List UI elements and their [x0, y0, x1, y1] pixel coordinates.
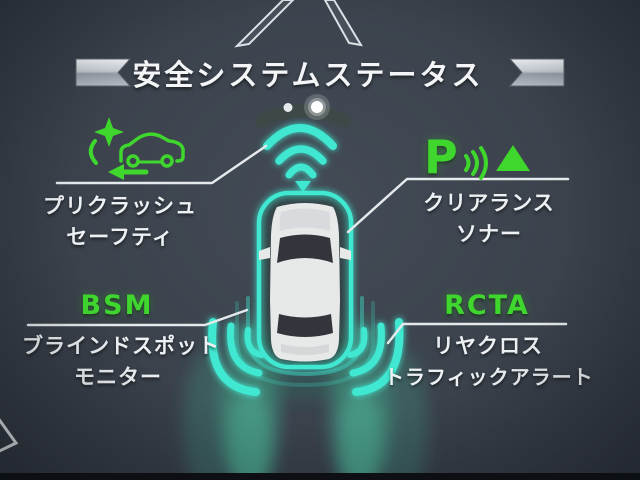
precollision-label-line2: セーフティ [66, 225, 174, 249]
sensor-dot-small [283, 103, 293, 112]
sensor-dot-glowing [311, 101, 323, 113]
clearance-sonar-label-line2: ソナー [456, 222, 522, 246]
bsm-abbr: BSM [80, 290, 154, 321]
rear-sonar-waves-right-icon [347, 318, 404, 396]
screen-bottom-bezel [0, 473, 640, 480]
title-bracket-right[interactable] [508, 58, 565, 87]
parking-sonar-letter: P [424, 130, 458, 184]
rcta-label-line1: リヤクロス [433, 334, 543, 358]
callout-line-clearance-sonar [346, 177, 570, 234]
bsm-label-line1: ブラインドスポット [22, 334, 220, 358]
front-camera-sensor-icon [255, 94, 351, 128]
lane-marking-lines [234, 0, 363, 48]
title-bracket-left[interactable] [75, 58, 132, 87]
mirror-left [259, 247, 270, 260]
callout-line-rcta [386, 322, 568, 345]
windshield [277, 234, 333, 263]
clearance-sonar-label-line1: クリアランス [423, 191, 555, 215]
precollision-label-line1: プリクラッシュ [43, 194, 197, 218]
sonar-cone [496, 145, 530, 171]
corner-arrow-fragment [0, 418, 19, 453]
rear-sonar-waves-left-icon [208, 318, 265, 396]
lane-marking-left [234, 0, 295, 48]
vehicle-top-view [259, 203, 351, 362]
lane-marking-right [323, 0, 363, 47]
rcta-abbr: RCTA [444, 290, 530, 321]
screen-title: 安全システムステータス [132, 58, 484, 92]
bsm-label-line2: モニター [74, 365, 162, 389]
callout-line-bsm [26, 308, 249, 327]
callout-line-precollision [55, 144, 268, 185]
arrow-head [108, 164, 124, 180]
parking-sonar-icon [464, 145, 530, 180]
front-sensor-waves-icon [263, 124, 337, 192]
rear-window [277, 314, 333, 337]
collision-warning-icon [88, 117, 185, 180]
rcta-label-line2: トラフィックアラート [384, 365, 594, 389]
callout-lines [26, 144, 570, 345]
mirror-right [340, 247, 351, 260]
collision-star [94, 117, 124, 147]
